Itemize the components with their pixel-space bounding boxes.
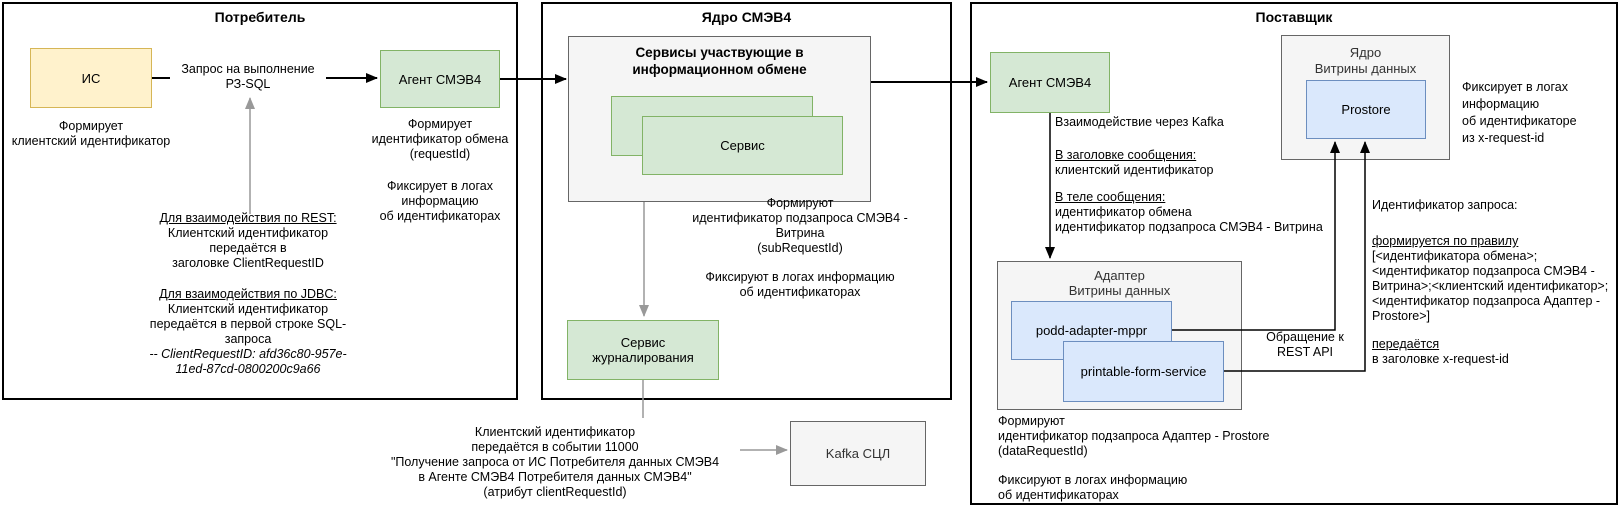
services-group-title: Сервисы участвующие в информационном обм… [632, 45, 807, 77]
consumer-note-logs: Фиксирует в логах информацию об идентифи… [379, 179, 501, 223]
jdbc-note-heading: Для взаимодействия по JDBC: [159, 287, 337, 301]
frame-consumer-title: Потребитель [214, 9, 306, 25]
is-node: ИС [30, 48, 152, 108]
frame-core-title: Ядро СМЭВ4 [701, 9, 792, 25]
vitrina-core-group-title: Ядро Витрины данных [1314, 45, 1417, 76]
client-request-id-example: 11ed-87cd-0800200c9a66 [175, 362, 321, 376]
spacer [1372, 213, 1618, 234]
core-note-logs: Фиксируют в логах информацию об идентифи… [705, 270, 895, 299]
message-header-note: В заголовке сообщения: клиентский иденти… [1055, 148, 1214, 177]
printable-form-node: printable-form-service [1063, 341, 1224, 402]
request-label: Запрос на выполнение РЗ-SQL [170, 62, 326, 92]
agent-node-provider: Агент СМЭВ4 [990, 52, 1110, 113]
consumer-note-forms: Формирует идентификатор обмена (requestI… [371, 117, 509, 161]
rest-api-label: Обращение к REST API [1266, 330, 1344, 359]
core-note-forms: Формируют идентификатор подзапроса СМЭВ4… [692, 196, 908, 255]
client-request-id-example: -- ClientRequestID: afd36c80-957e- [149, 347, 347, 361]
adapter-group-title: Адаптер Витрины данных [1068, 268, 1171, 298]
frame-provider-title: Поставщик [1255, 9, 1333, 25]
event-note: Клиентский идентификатор передаётся в со… [390, 425, 720, 499]
request-id-note: Идентификатор запроса: формируется по пр… [1372, 198, 1618, 367]
message-body-note: В теле сообщения: идентификатор обмена и… [1055, 190, 1323, 234]
request-id-rule-heading: формируется по правилу [1372, 234, 1519, 248]
service-node: Сервис [642, 116, 843, 175]
rest-jdbc-note: Для взаимодействия по REST: Клиентский и… [98, 211, 398, 377]
journaling-node: Сервис журналирования [567, 320, 719, 380]
kafka-scl-node: Kafka СЦЛ [790, 421, 926, 486]
prostore-log-note: Фиксирует в логах информацию об идентифи… [1462, 80, 1577, 145]
adapter-note-forms: Формируют идентификатор подзапроса Адапт… [998, 414, 1270, 458]
request-id-passed-heading: передаётся [1372, 337, 1440, 351]
adapter-note-logs: Фиксируют в логах информацию об идентифи… [998, 473, 1188, 502]
is-caption: Формирует клиентский идентификатор [11, 119, 171, 148]
spacer [98, 271, 398, 287]
agent-node-consumer: Агент СМЭВ4 [380, 50, 500, 108]
spacer [1372, 324, 1618, 337]
rest-note-heading: Для взаимодействия по REST: [159, 211, 337, 225]
prostore-node: Prostore [1306, 80, 1426, 139]
kafka-interaction-note: Взаимодействие через Kafka [1055, 115, 1224, 129]
